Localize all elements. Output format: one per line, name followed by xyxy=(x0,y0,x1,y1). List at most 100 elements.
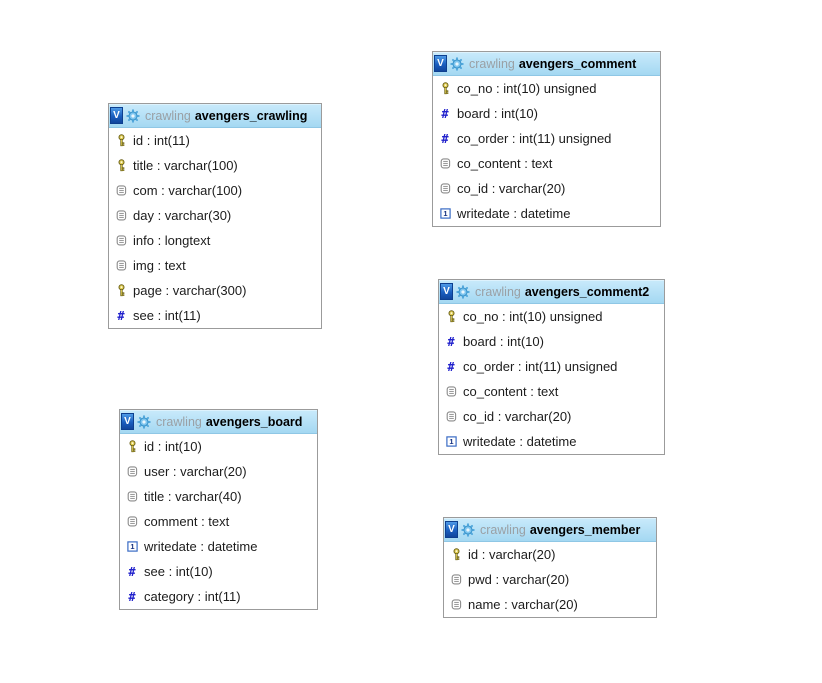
numeric-icon: # xyxy=(128,564,136,579)
view-badge-icon: V xyxy=(440,283,453,300)
table-columns: co_no : int(10) unsigned # board : int(1… xyxy=(433,76,660,226)
table-name: avengers_comment2 xyxy=(524,284,650,299)
table-header[interactable]: V crawling avengers_comment xyxy=(433,52,660,76)
blob-icon xyxy=(126,515,138,529)
column-text: pwd : varchar(20) xyxy=(468,572,570,587)
column-text: co_content : text xyxy=(463,384,559,399)
column-row[interactable]: id : int(10) xyxy=(120,434,317,459)
column-text: name : varchar(20) xyxy=(468,597,578,612)
table-columns: id : int(10) user : varchar(20) title : … xyxy=(120,434,317,609)
view-badge-icon: V xyxy=(121,413,134,430)
table-header[interactable]: V crawling avengers_comment2 xyxy=(439,280,664,304)
column-row[interactable]: # see : int(10) xyxy=(120,559,317,584)
schema-name: crawling xyxy=(480,522,526,537)
blob-icon xyxy=(126,465,138,479)
column-row[interactable]: 1 writedate : datetime xyxy=(433,201,660,226)
column-row[interactable]: page : varchar(300) xyxy=(109,278,321,303)
gear-icon xyxy=(456,284,470,299)
column-row[interactable]: # co_order : int(11) unsigned xyxy=(433,126,660,151)
blob-icon xyxy=(439,182,451,196)
key-icon xyxy=(450,548,462,562)
column-text: com : varchar(100) xyxy=(133,183,243,198)
column-row[interactable]: # board : int(10) xyxy=(439,329,664,354)
db-table-avengers_crawling[interactable]: V crawling avengers_crawling id : int(11… xyxy=(108,103,322,329)
blob-icon xyxy=(115,184,127,198)
gear-icon xyxy=(450,56,464,71)
column-text: co_order : int(11) unsigned xyxy=(463,359,618,374)
column-row[interactable]: user : varchar(20) xyxy=(120,459,317,484)
column-text: see : int(10) xyxy=(144,564,213,579)
column-row[interactable]: co_content : text xyxy=(439,379,664,404)
db-table-avengers_comment[interactable]: V crawling avengers_comment co_no : int(… xyxy=(432,51,661,227)
column-row[interactable]: com : varchar(100) xyxy=(109,178,321,203)
column-text: info : longtext xyxy=(133,233,211,248)
column-row[interactable]: 1 writedate : datetime xyxy=(120,534,317,559)
column-row[interactable]: # category : int(11) xyxy=(120,584,317,609)
view-badge-icon: V xyxy=(434,55,447,72)
column-row[interactable]: day : varchar(30) xyxy=(109,203,321,228)
column-text: img : text xyxy=(133,258,186,273)
db-table-avengers_board[interactable]: V crawling avengers_board id : int(10) u… xyxy=(119,409,318,610)
column-row[interactable]: co_no : int(10) unsigned xyxy=(433,76,660,101)
table-header[interactable]: V crawling avengers_member xyxy=(444,518,656,542)
column-row[interactable]: pwd : varchar(20) xyxy=(444,567,656,592)
gear-icon xyxy=(461,522,475,537)
column-row[interactable]: id : varchar(20) xyxy=(444,542,656,567)
blob-icon xyxy=(126,490,138,504)
column-row[interactable]: title : varchar(40) xyxy=(120,484,317,509)
datetime-icon: 1 xyxy=(126,540,138,554)
blob-icon xyxy=(115,259,127,273)
blob-icon xyxy=(115,209,127,223)
numeric-icon: # xyxy=(128,589,136,604)
column-text: writedate : datetime xyxy=(144,539,258,554)
blob-icon xyxy=(115,234,127,248)
column-text: id : varchar(20) xyxy=(468,547,556,562)
column-text: id : int(11) xyxy=(133,133,190,148)
column-row[interactable]: title : varchar(100) xyxy=(109,153,321,178)
column-text: title : varchar(100) xyxy=(133,158,238,173)
column-row[interactable]: id : int(11) xyxy=(109,128,321,153)
column-text: board : int(10) xyxy=(457,106,538,121)
column-row[interactable]: name : varchar(20) xyxy=(444,592,656,617)
column-text: comment : text xyxy=(144,514,230,529)
blob-icon xyxy=(450,573,462,587)
column-text: co_no : int(10) unsigned xyxy=(457,81,597,96)
column-row[interactable]: co_id : varchar(20) xyxy=(439,404,664,429)
column-row[interactable]: co_no : int(10) unsigned xyxy=(439,304,664,329)
key-icon xyxy=(115,284,127,298)
column-row[interactable]: co_content : text xyxy=(433,151,660,176)
datetime-icon: 1 xyxy=(445,435,457,449)
column-row[interactable]: comment : text xyxy=(120,509,317,534)
table-header[interactable]: V crawling avengers_board xyxy=(120,410,317,434)
blob-icon xyxy=(450,598,462,612)
column-text: page : varchar(300) xyxy=(133,283,247,298)
column-row[interactable]: 1 writedate : datetime xyxy=(439,429,664,454)
numeric-icon: # xyxy=(441,106,449,121)
column-row[interactable]: # board : int(10) xyxy=(433,101,660,126)
db-table-avengers_comment2[interactable]: V crawling avengers_comment2 co_no : int… xyxy=(438,279,665,455)
column-row[interactable]: info : longtext xyxy=(109,228,321,253)
table-name: avengers_crawling xyxy=(194,108,308,123)
column-text: title : varchar(40) xyxy=(144,489,242,504)
table-columns: id : varchar(20) pwd : varchar(20) name … xyxy=(444,542,656,617)
column-text: co_order : int(11) unsigned xyxy=(457,131,612,146)
numeric-icon: # xyxy=(117,308,125,323)
column-text: board : int(10) xyxy=(463,334,544,349)
column-text: writedate : datetime xyxy=(457,206,571,221)
key-icon xyxy=(439,82,451,96)
column-text: writedate : datetime xyxy=(463,434,577,449)
db-table-avengers_member[interactable]: V crawling avengers_member id : varchar(… xyxy=(443,517,657,618)
column-row[interactable]: # co_order : int(11) unsigned xyxy=(439,354,664,379)
column-row[interactable]: img : text xyxy=(109,253,321,278)
column-text: id : int(10) xyxy=(144,439,202,454)
schema-name: crawling xyxy=(469,56,515,71)
svg-text:1: 1 xyxy=(443,209,447,218)
column-text: category : int(11) xyxy=(144,589,241,604)
table-header[interactable]: V crawling avengers_crawling xyxy=(109,104,321,128)
gear-icon xyxy=(126,108,140,123)
table-columns: co_no : int(10) unsigned # board : int(1… xyxy=(439,304,664,454)
column-row[interactable]: co_id : varchar(20) xyxy=(433,176,660,201)
column-row[interactable]: # see : int(11) xyxy=(109,303,321,328)
schema-name: crawling xyxy=(475,284,521,299)
